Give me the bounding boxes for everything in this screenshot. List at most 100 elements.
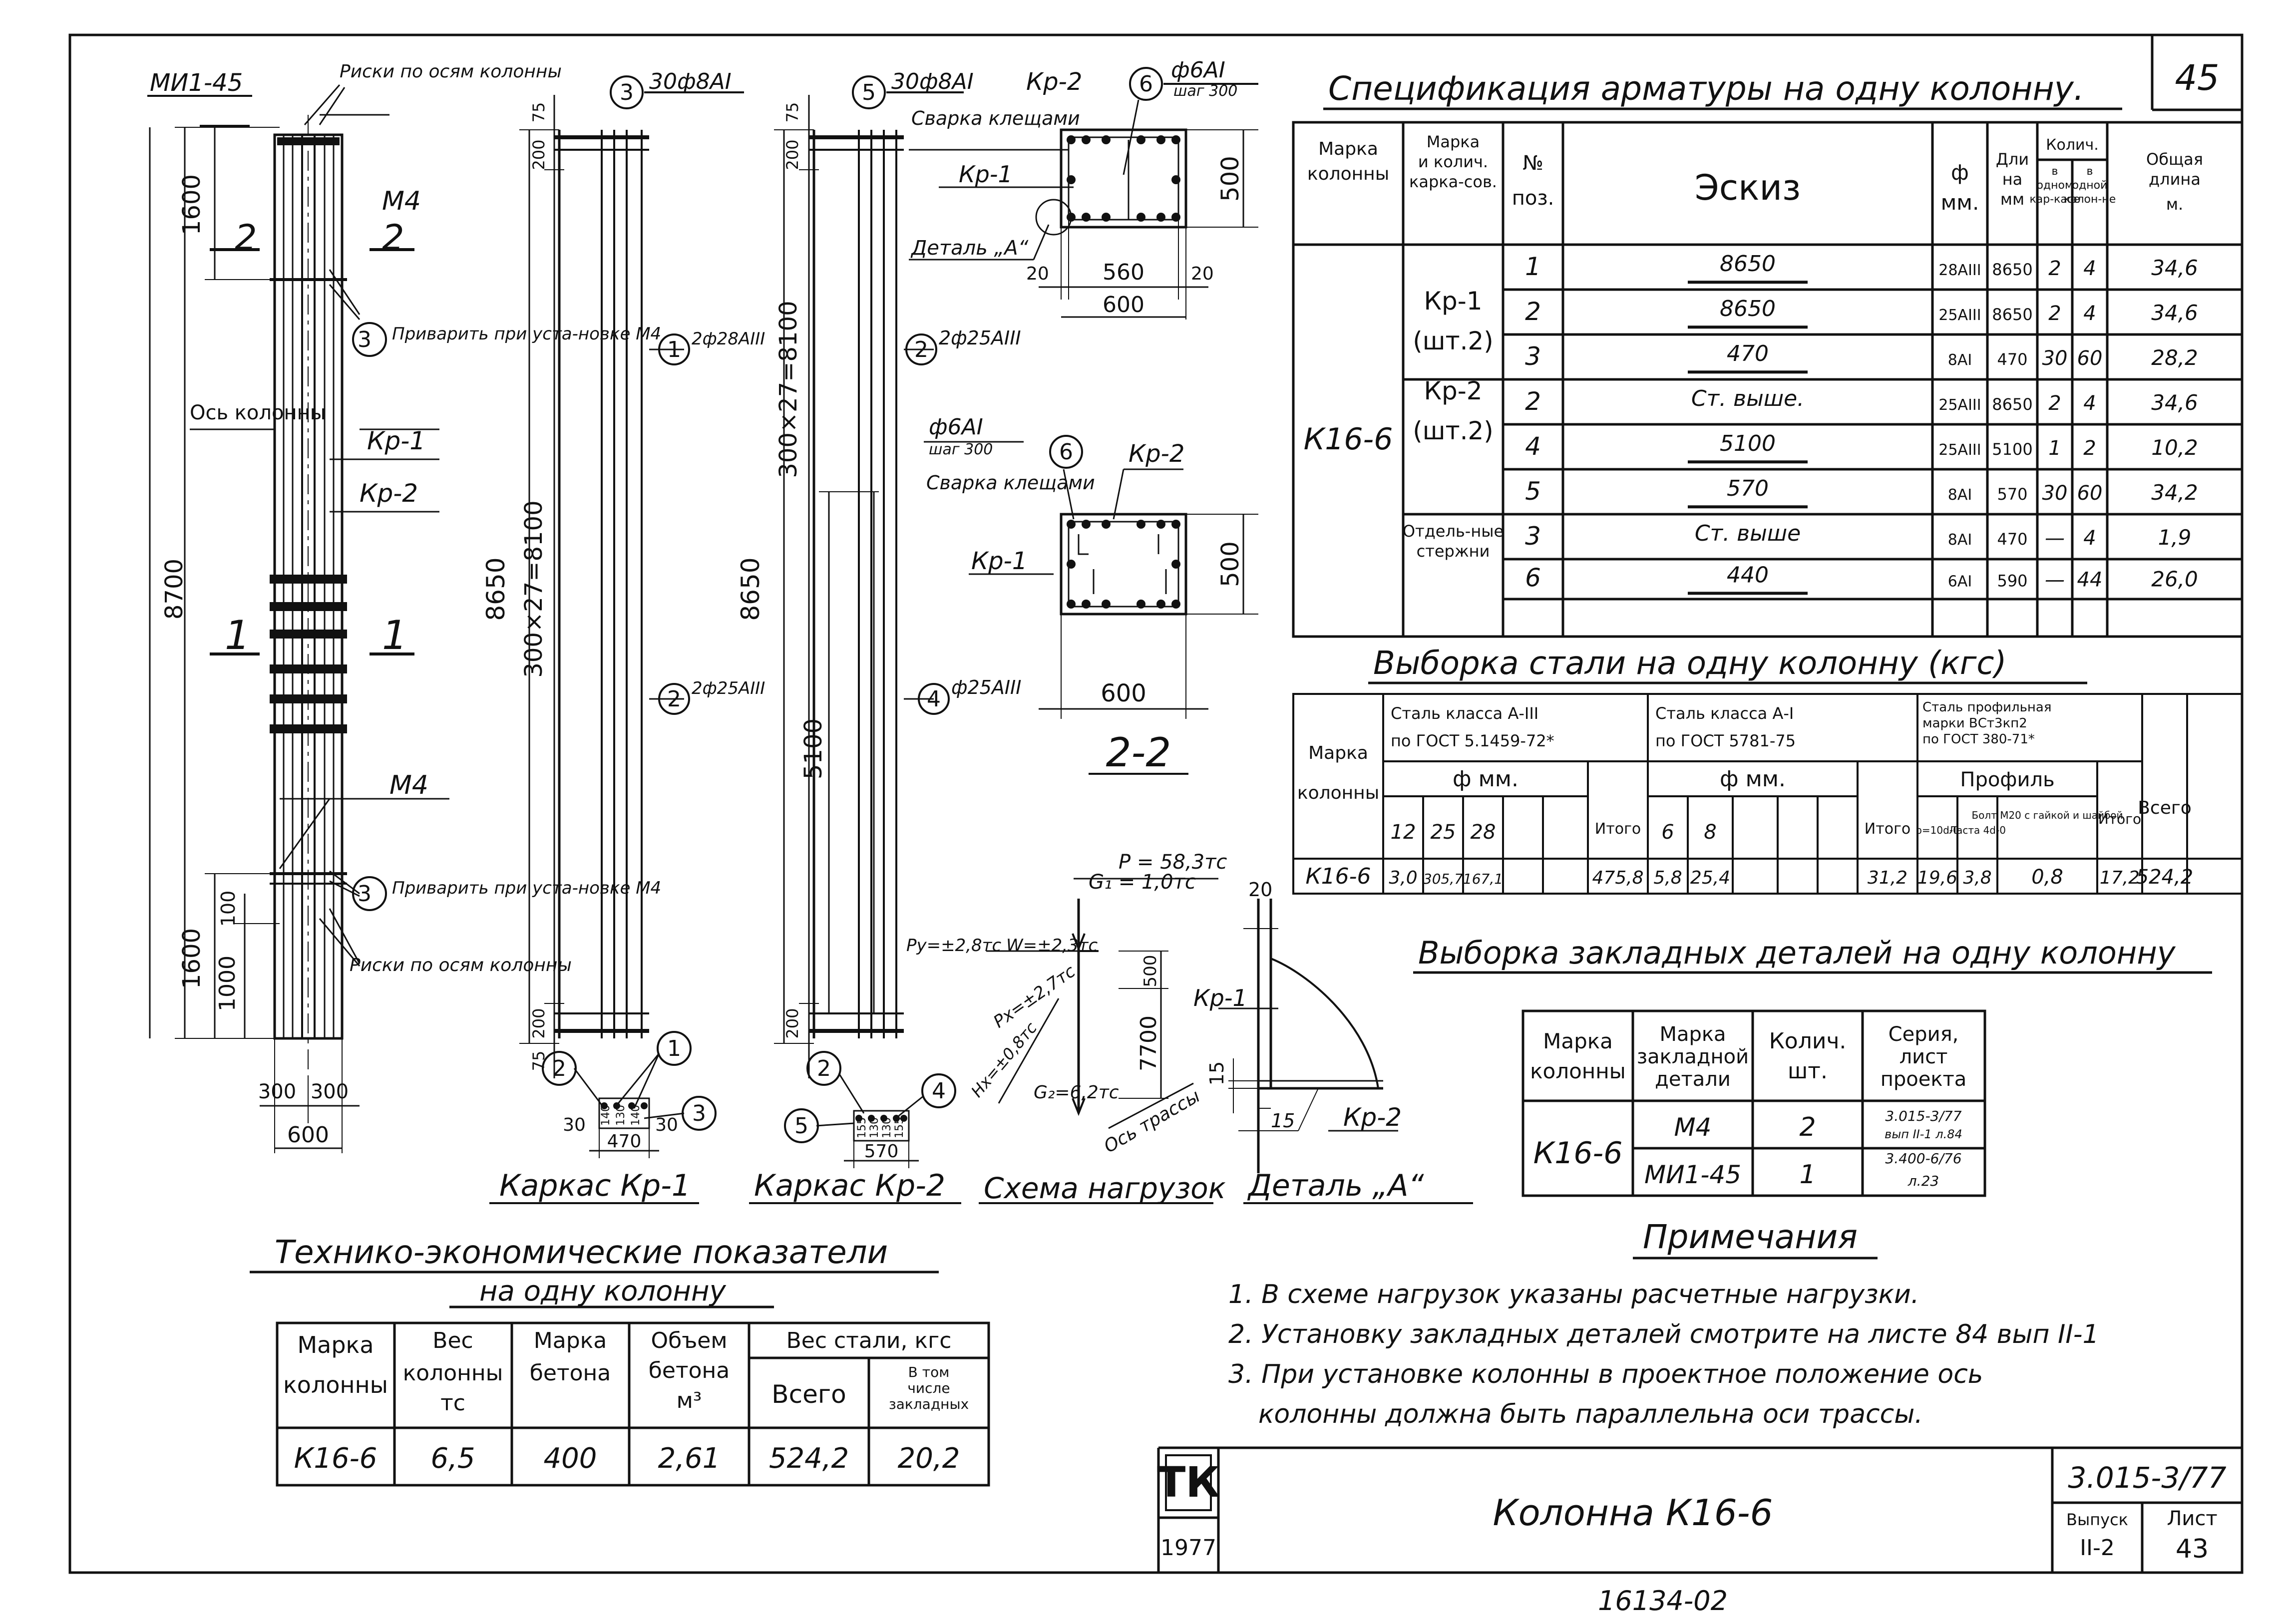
detail-a <box>1218 899 1473 1204</box>
col-section-1-left: 1 <box>225 612 250 658</box>
steel-row-profile-total: 17,2 <box>2100 868 2140 888</box>
embedded-table: Выборка закладных деталей на одну колонн… <box>1413 935 2212 1197</box>
spec-row-pos: 5 <box>1525 477 1541 506</box>
kr1-marker-3-top: 3 <box>620 80 634 105</box>
col-section-2-left: 2 <box>235 217 257 258</box>
spec-header-sketch: Эскиз <box>1695 167 1801 208</box>
kr1-marker-2: 2 <box>667 686 681 712</box>
steel-row-a1-6: 5,8 <box>1653 868 1682 888</box>
steel-itogo-profile: Итого <box>2098 811 2141 827</box>
kr2-dim-75: 75 <box>783 102 802 123</box>
steel-title: Выборка стали на одну колонну (кгс) <box>1373 645 2007 682</box>
load-g2: G₂=6,2тс <box>1034 1082 1119 1103</box>
title-name: Колонна К16-6 <box>1493 1492 1773 1534</box>
s11-kr1: Кр-1 <box>959 161 1013 188</box>
emb-row-detail: М4 <box>1674 1113 1712 1142</box>
load-py: Pу=±2,8тс <box>906 936 1001 956</box>
kr2-marker-5-top: 5 <box>862 80 876 105</box>
col-m4-bottom: М4 <box>389 770 428 800</box>
detail-dim-15-b: 15 <box>1271 1110 1295 1132</box>
tech-header-total: Всего <box>771 1380 846 1409</box>
spec-row-length: 570 <box>1997 485 2027 504</box>
spec-row-qty-frame: 30 <box>2042 482 2068 505</box>
detail-dim-20: 20 <box>1248 879 1272 901</box>
kr1-dim-75-top: 75 <box>529 102 548 123</box>
spec-row-pos: 1 <box>1525 252 1541 281</box>
column-elevation <box>149 84 449 1153</box>
spec-row-phi: 6AI <box>1948 573 1972 590</box>
spec-row-qty-frame: 30 <box>2042 347 2068 370</box>
spec-row-length: 8650 <box>1992 305 2032 324</box>
steel-sub-profile-3: Болт М20 с гайкой и шайбой <box>1971 809 2123 821</box>
kr2-marker-5-bottom: 5 <box>794 1113 808 1139</box>
spec-row-length: 590 <box>1997 571 2027 590</box>
notes: Примечания 1. В схеме нагрузок указаны р… <box>1228 1218 2099 1429</box>
spec-row-pos: 3 <box>1525 342 1541 371</box>
title-sheet-label: Лист <box>2167 1507 2217 1530</box>
kr1-dim-75-bottom: 75 <box>529 1051 548 1071</box>
page-number: 45 <box>2175 57 2219 98</box>
spec-row-sketch: 470 <box>1727 341 1769 366</box>
steel-row-profile-3: 0,8 <box>2031 866 2063 889</box>
kr2-marker-2: 2 <box>914 337 928 362</box>
kr1-top-bar: 30ф8AI <box>649 69 732 94</box>
s22-caption: 2-2 <box>1106 729 1171 776</box>
kr1-marker-3-bottom: 3 <box>692 1101 706 1126</box>
frame-kr2 <box>749 75 964 1204</box>
kr1-dim-200-bottom: 200 <box>529 1008 548 1038</box>
spec-row-length: 8650 <box>1992 395 2032 414</box>
s22-kr2: Кр-2 <box>1129 440 1184 468</box>
detail-a-labels: 20 Кр-1 15 15 Кр-2 Деталь „А“ <box>1193 879 1424 1203</box>
frame-kr2-labels: 5 30ф8AI Кр-2 2 2ф25AIII 4 ф25AIII 8650 … <box>736 68 1082 1203</box>
note-1: 1. В схеме нагрузок указаны расчетные на… <box>1228 1280 1919 1309</box>
kr2-sec-dim-3: 130 <box>881 1117 893 1138</box>
title-issue-label: Выпуск <box>2066 1510 2128 1529</box>
col-dim-600: 600 <box>287 1122 329 1148</box>
spec-row-total: 34,6 <box>2151 301 2198 325</box>
kr2-bar2: 2ф25AIII <box>939 327 1021 349</box>
col-risks-bottom: Риски по осям колонны <box>350 955 572 975</box>
column-elevation-labels: МИ1-45 Риски по осям колонны М4 3 Привар… <box>147 61 661 1148</box>
steel-sub-a1: 8 <box>1704 821 1716 844</box>
col-dim-100: 100 <box>217 891 239 927</box>
kr1-bar2: 2ф25AIII <box>692 678 765 698</box>
spec-row-length: 5100 <box>1992 440 2032 459</box>
steel-row-profile-1: 19,6 <box>1917 868 1957 888</box>
detail-kr2: Кр-2 <box>1343 1103 1402 1132</box>
spec-row-qty-column: 60 <box>2077 482 2103 505</box>
s11-weld: Сварка клещами <box>911 107 1080 129</box>
col-dim-1600-top: 1600 <box>178 174 206 235</box>
tech-row-concrete: 400 <box>544 1442 597 1475</box>
notes-title: Примечания <box>1643 1218 1858 1256</box>
kr1-dim-8650: 8650 <box>481 557 510 621</box>
kr2-dim-200-top: 200 <box>783 139 802 170</box>
steel-sub-profile-2: Ластa 4d-0 <box>1949 824 2006 836</box>
steel-phi-a3: ф мм. <box>1453 766 1518 792</box>
kr1-dim-470: 470 <box>607 1131 642 1152</box>
steel-row-a1-total: 31,2 <box>1868 868 1907 888</box>
steel-table: Выборка стали на одну колонну (кгс) <box>1292 645 2243 895</box>
title-sheet: 43 <box>2176 1534 2209 1564</box>
col-dim-300-b: 300 <box>311 1080 349 1103</box>
spec-row-sketch: 5100 <box>1720 431 1776 456</box>
detail-caption: Деталь „А“ <box>1247 1168 1424 1203</box>
spec-row-phi: 25AIII <box>1938 441 1981 459</box>
col-dim-300-a: 300 <box>258 1080 296 1103</box>
kr2-top-bar: 30ф8AI <box>891 69 974 94</box>
title-block: ТК 1977 Колонна К16-6 3.015-3/77 Выпуск … <box>1157 1446 2242 1573</box>
spec-row-total: 34,6 <box>2151 256 2198 280</box>
spec-row-total: 34,2 <box>2151 480 2198 505</box>
s11-dim-20-left: 20 <box>1026 264 1049 284</box>
s11-detail-a: Деталь „А“ <box>910 237 1029 260</box>
spec-header-qty: Колич. <box>2046 136 2099 154</box>
spec-row-total: 10,2 <box>2151 435 2198 460</box>
steel-profile-label: Профиль <box>1960 768 2054 791</box>
spec-row-length: 470 <box>1997 350 2027 369</box>
